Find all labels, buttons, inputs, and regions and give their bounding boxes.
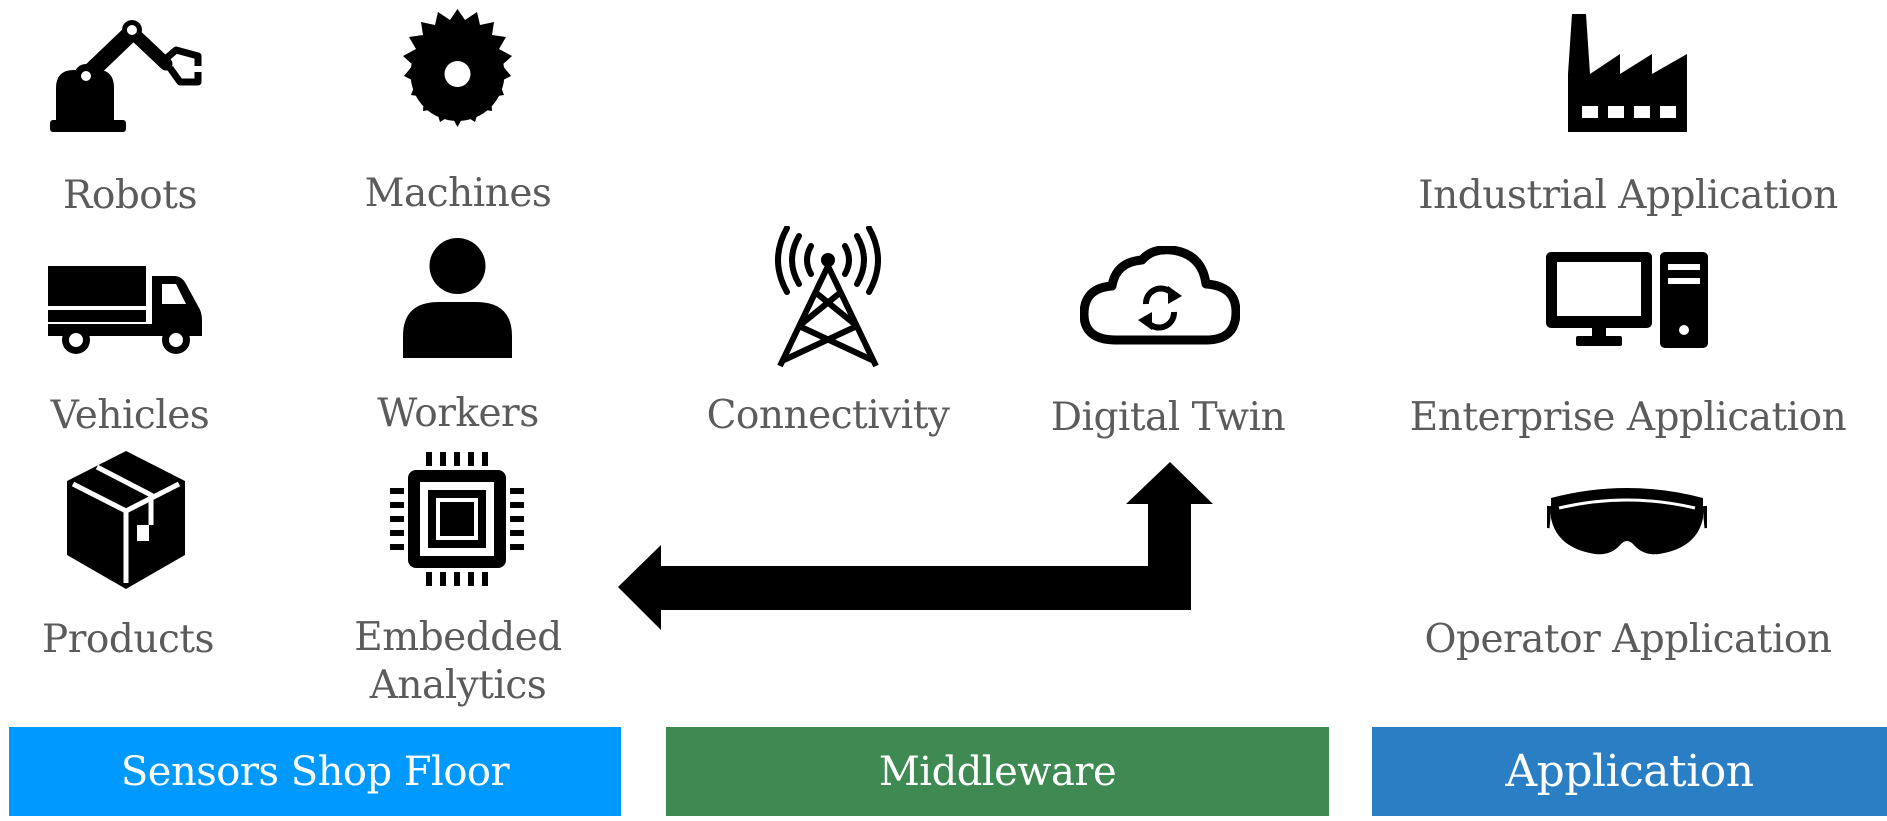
box-icon [67, 451, 185, 589]
workers-label: Workers [377, 391, 539, 436]
truck-icon [48, 266, 204, 356]
operator-application-label: Operator Application [1424, 617, 1832, 662]
connectivity-label: Connectivity [706, 393, 950, 438]
middleware-bar: Middleware [666, 727, 1329, 816]
robot-arm-icon [48, 12, 208, 134]
machines-label: Machines [364, 171, 552, 216]
enterprise-application-label: Enterprise Application [1409, 395, 1847, 440]
application-bar-label: Application [1505, 746, 1754, 797]
antenna-tower-icon [775, 226, 881, 368]
cloud-sync-icon [1080, 246, 1240, 346]
sensors-shop-floor-bar-label: Sensors Shop Floor [120, 748, 510, 795]
industrial-application-label: Industrial Application [1418, 173, 1838, 218]
robots-label: Robots [63, 173, 197, 218]
products-label: Products [42, 617, 214, 662]
ar-headset-icon [1547, 488, 1707, 560]
embedded-analytics-label: Embedded Analytics [354, 615, 562, 708]
middleware-bar-label: Middleware [878, 748, 1117, 795]
person-icon [401, 238, 514, 358]
chip-icon [390, 452, 524, 586]
vehicles-label: Vehicles [50, 393, 210, 438]
application-bar: Application [1372, 727, 1887, 816]
sensors-shop-floor-bar: Sensors Shop Floor [9, 727, 621, 816]
digital-twin-label: Digital Twin [1050, 395, 1286, 440]
elbow-arrow-icon [618, 460, 1213, 635]
saw-blade-icon [391, 8, 524, 141]
desktop-computer-icon [1546, 252, 1708, 348]
factory-icon [1568, 14, 1687, 132]
